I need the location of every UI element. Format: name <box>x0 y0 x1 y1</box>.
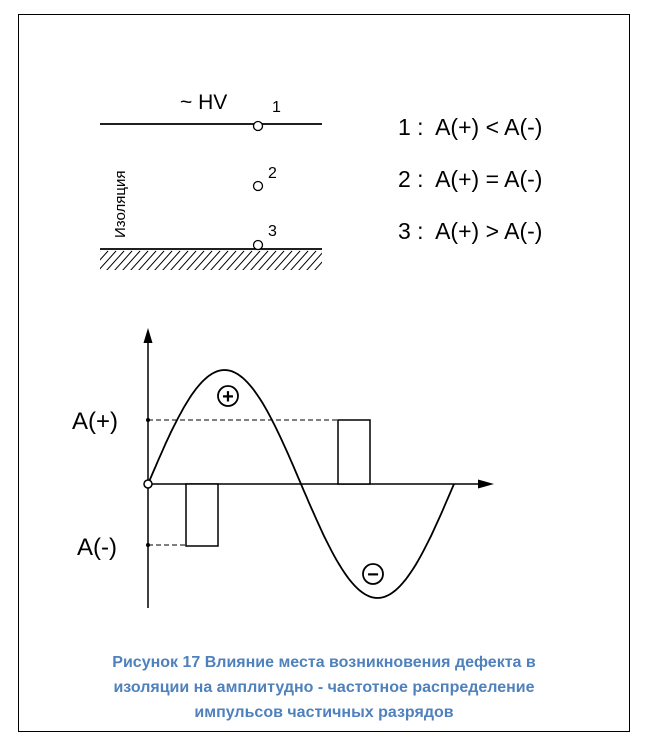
hatch-stroke <box>122 250 141 270</box>
hatch-stroke <box>170 250 189 270</box>
defect-point-1-number: 1 <box>272 99 281 116</box>
hatch-stroke <box>130 250 149 270</box>
hatch-stroke <box>298 250 317 270</box>
hatch-stroke <box>138 250 157 270</box>
positive-pulse-bar <box>337 419 371 485</box>
x-axis-arrow-icon <box>478 479 494 489</box>
hv-label: ~ HV <box>180 91 227 114</box>
negative-half-wave-icon: − <box>362 563 384 586</box>
origin-marker <box>143 479 153 489</box>
defect-point-3-marker <box>252 239 264 251</box>
caption-line-2: изоляции на амплитудно - частотное распр… <box>113 679 535 696</box>
hatch-stroke <box>250 250 269 270</box>
plus-symbol: + <box>222 386 234 408</box>
hatch-stroke <box>146 250 165 270</box>
figure-frame <box>18 14 630 732</box>
hatch-stroke <box>306 252 322 270</box>
hatch-stroke <box>162 250 181 270</box>
hatch-stroke <box>314 261 322 270</box>
hatch-stroke <box>266 250 285 270</box>
caption-line-1: Рисунок 17 Влияние места возникновения д… <box>112 654 536 671</box>
insulation-label: Изоляция <box>112 171 129 238</box>
hatch-stroke <box>100 251 101 252</box>
defect-point-1-marker <box>252 120 264 132</box>
hatch-stroke <box>100 250 109 261</box>
ground-hatching <box>100 250 340 271</box>
hatch-stroke <box>282 250 301 270</box>
defect-point-2-marker <box>252 180 264 192</box>
hatch-stroke <box>210 250 229 270</box>
hatch-stroke <box>234 250 253 270</box>
hatch-stroke <box>258 250 277 270</box>
negative-pulse-bar <box>185 483 219 547</box>
caption-line-3: импульсов частичных разрядов <box>194 704 454 721</box>
hatch-stroke <box>194 250 213 270</box>
sine-wave <box>147 369 455 599</box>
hatch-stroke <box>218 250 237 270</box>
a-minus-label: A(-) <box>77 534 117 561</box>
hatch-stroke <box>242 250 261 270</box>
defect-point-2-number: 2 <box>268 165 277 182</box>
y-axis-arrow-icon <box>143 328 153 343</box>
hatch-stroke <box>322 251 340 271</box>
condition-3: 3 : A(+) > A(-) <box>398 218 542 244</box>
condition-1: 1 : A(+) < A(-) <box>398 114 542 140</box>
hatch-stroke <box>226 250 245 270</box>
hatch-stroke <box>100 250 117 270</box>
condition-2: 2 : A(+) = A(-) <box>398 166 542 192</box>
hatch-stroke <box>274 250 293 270</box>
positive-half-wave-icon: + <box>217 385 239 408</box>
a-minus-tick <box>146 543 150 547</box>
hatch-stroke <box>290 250 309 270</box>
a-plus-label: A(+) <box>72 408 118 435</box>
hatch-stroke <box>106 250 125 270</box>
waveform-diagram: + − A(+) A(-) <box>72 328 494 608</box>
minus-symbol: − <box>367 564 379 586</box>
figure-caption: Рисунок 17 Влияние места возникновения д… <box>18 650 630 725</box>
defect-point-3-number: 3 <box>268 223 277 240</box>
insulation-schematic: ~ HV Изоляция 1 2 3 1 : A(+) < A(-) 2 : … <box>100 91 542 271</box>
hatch-stroke <box>202 250 221 270</box>
hatch-stroke <box>114 250 133 270</box>
a-plus-tick <box>146 418 150 422</box>
hatch-stroke <box>186 250 205 270</box>
hatch-stroke <box>178 250 197 270</box>
hatch-stroke <box>154 250 173 270</box>
